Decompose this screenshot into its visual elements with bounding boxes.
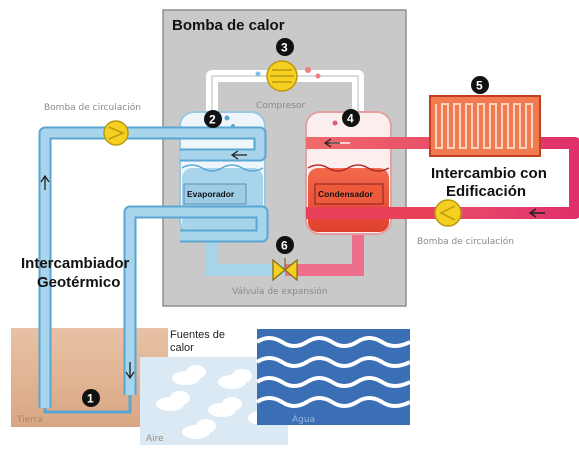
svg-text:6: 6: [281, 239, 288, 253]
building-exchange-label-2: Edificación: [446, 183, 526, 200]
wave-icon: [255, 336, 411, 408]
compressor-label: Compresor: [256, 101, 306, 111]
compressor-icon: [266, 60, 298, 92]
air-label: Aire: [146, 434, 164, 444]
flow-arrow-building: [528, 208, 545, 218]
building-exchange-label-1: Intercambio con: [431, 165, 547, 182]
svg-text:1: 1: [87, 392, 94, 406]
svg-text:4: 4: [347, 112, 354, 126]
condenser-label-box: [314, 183, 384, 205]
marker-2: 2: [204, 110, 222, 128]
svg-text:5: 5: [476, 79, 483, 93]
geothermal-label-1: Intercambiador: [21, 255, 130, 272]
flow-arrow-left-evap: [230, 150, 247, 160]
svg-text:2: 2: [209, 113, 216, 127]
circulation-pump-left-label: Bomba de circulación: [44, 102, 141, 113]
circulation-pump-left: [103, 120, 129, 146]
circulation-pump-right: [434, 199, 462, 227]
expansion-loop-cold: [206, 232, 285, 276]
svg-text:3: 3: [281, 41, 288, 55]
marker-5: 5: [471, 76, 489, 94]
marker-3: 3: [276, 38, 294, 56]
expansion-valve-icon: [272, 258, 298, 282]
radiator-coil: [435, 103, 533, 149]
marker-4: 4: [342, 109, 360, 127]
water-label: Agua: [292, 415, 315, 425]
evaporator-label-box: [183, 183, 247, 205]
heat-pump-title: Bomba de calor: [172, 17, 285, 34]
flow-arrow-up: [40, 174, 50, 190]
geothermal-label-2: Geotérmico: [37, 274, 120, 291]
evaporator-label: Evaporador: [187, 189, 235, 199]
condenser-label: Condensador: [318, 189, 373, 199]
ground-label: Tierra: [16, 415, 43, 425]
expansion-loop-hot: [285, 232, 364, 276]
heat-sources-label-2: calor: [170, 342, 194, 354]
flow-arrow-cond: [323, 138, 340, 148]
marker-6: 6: [276, 236, 294, 254]
expansion-valve-label: Válvula de expansión: [232, 286, 328, 297]
circulation-pump-right-label: Bomba de circulación: [417, 236, 514, 247]
heat-sources-label-1: Fuentes de: [170, 329, 225, 341]
